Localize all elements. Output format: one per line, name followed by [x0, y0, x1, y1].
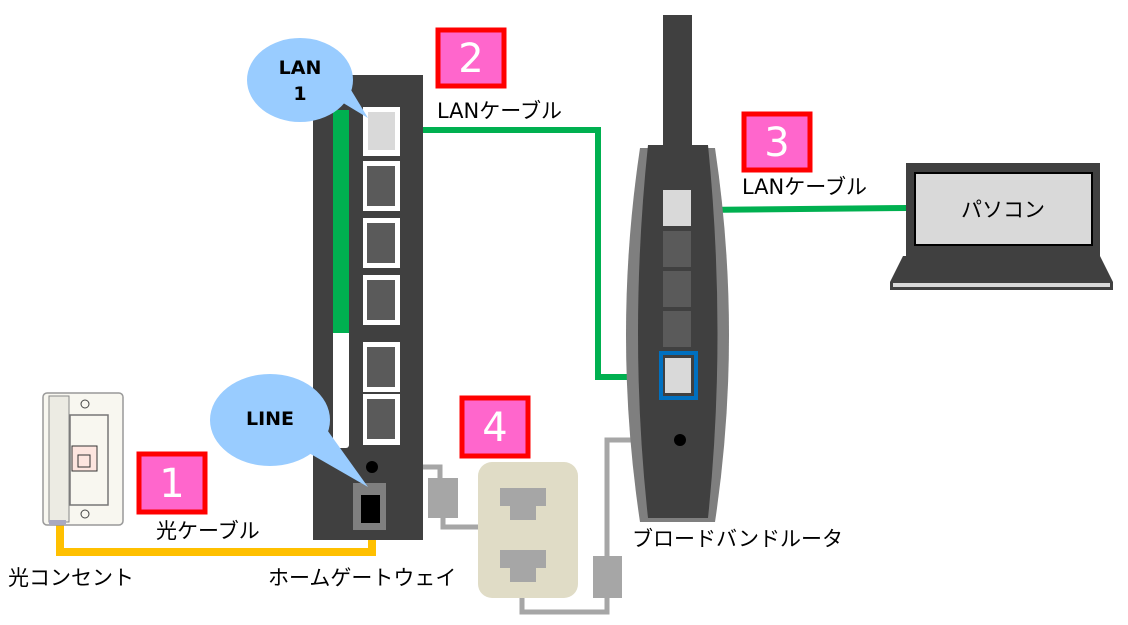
- router-label: ブロードバンドルータ: [632, 527, 843, 551]
- gateway-adapter: [428, 478, 458, 518]
- lan-cable-label-2: LANケーブル: [437, 99, 562, 123]
- step-badge-4: 4: [459, 395, 531, 459]
- broadband-router: [626, 15, 729, 522]
- lan-cable-router-pc: [694, 205, 908, 213]
- lan-cable-gateway-router: [398, 127, 665, 380]
- router-power-cable-plug: [519, 585, 610, 615]
- home-gateway: [313, 75, 423, 540]
- fiber-cable-label: 光ケーブル: [156, 519, 260, 543]
- svg-text:LAN: LAN: [279, 57, 322, 79]
- step-badge-1: 1: [136, 451, 208, 515]
- optical-outlet-label: 光コンセント: [8, 566, 134, 590]
- pc-label: パソコン: [961, 198, 1045, 222]
- step-badge-2: 2: [435, 27, 507, 89]
- home-gateway-label: ホームゲートウェイ: [268, 566, 456, 590]
- wall-socket: [478, 462, 578, 598]
- antenna: [663, 15, 692, 155]
- wan-port: [659, 351, 698, 400]
- line-callout: LINE: [210, 374, 368, 487]
- svg-text:4: 4: [482, 405, 507, 451]
- fiber-cable: [56, 525, 376, 556]
- step-badge-3: 3: [741, 111, 813, 173]
- lan1-callout: LAN 1: [247, 38, 368, 122]
- svg-text:LINE: LINE: [246, 408, 294, 430]
- lan-cable-label-3: LANケーブル: [742, 175, 867, 199]
- router-adapter: [593, 556, 622, 598]
- optical-outlet: [42, 392, 124, 526]
- svg-text:1: 1: [293, 83, 306, 105]
- laptop-pc: パソコン: [890, 163, 1113, 290]
- svg-text:3: 3: [764, 120, 789, 166]
- svg-text:2: 2: [458, 36, 483, 82]
- svg-text:1: 1: [159, 461, 184, 507]
